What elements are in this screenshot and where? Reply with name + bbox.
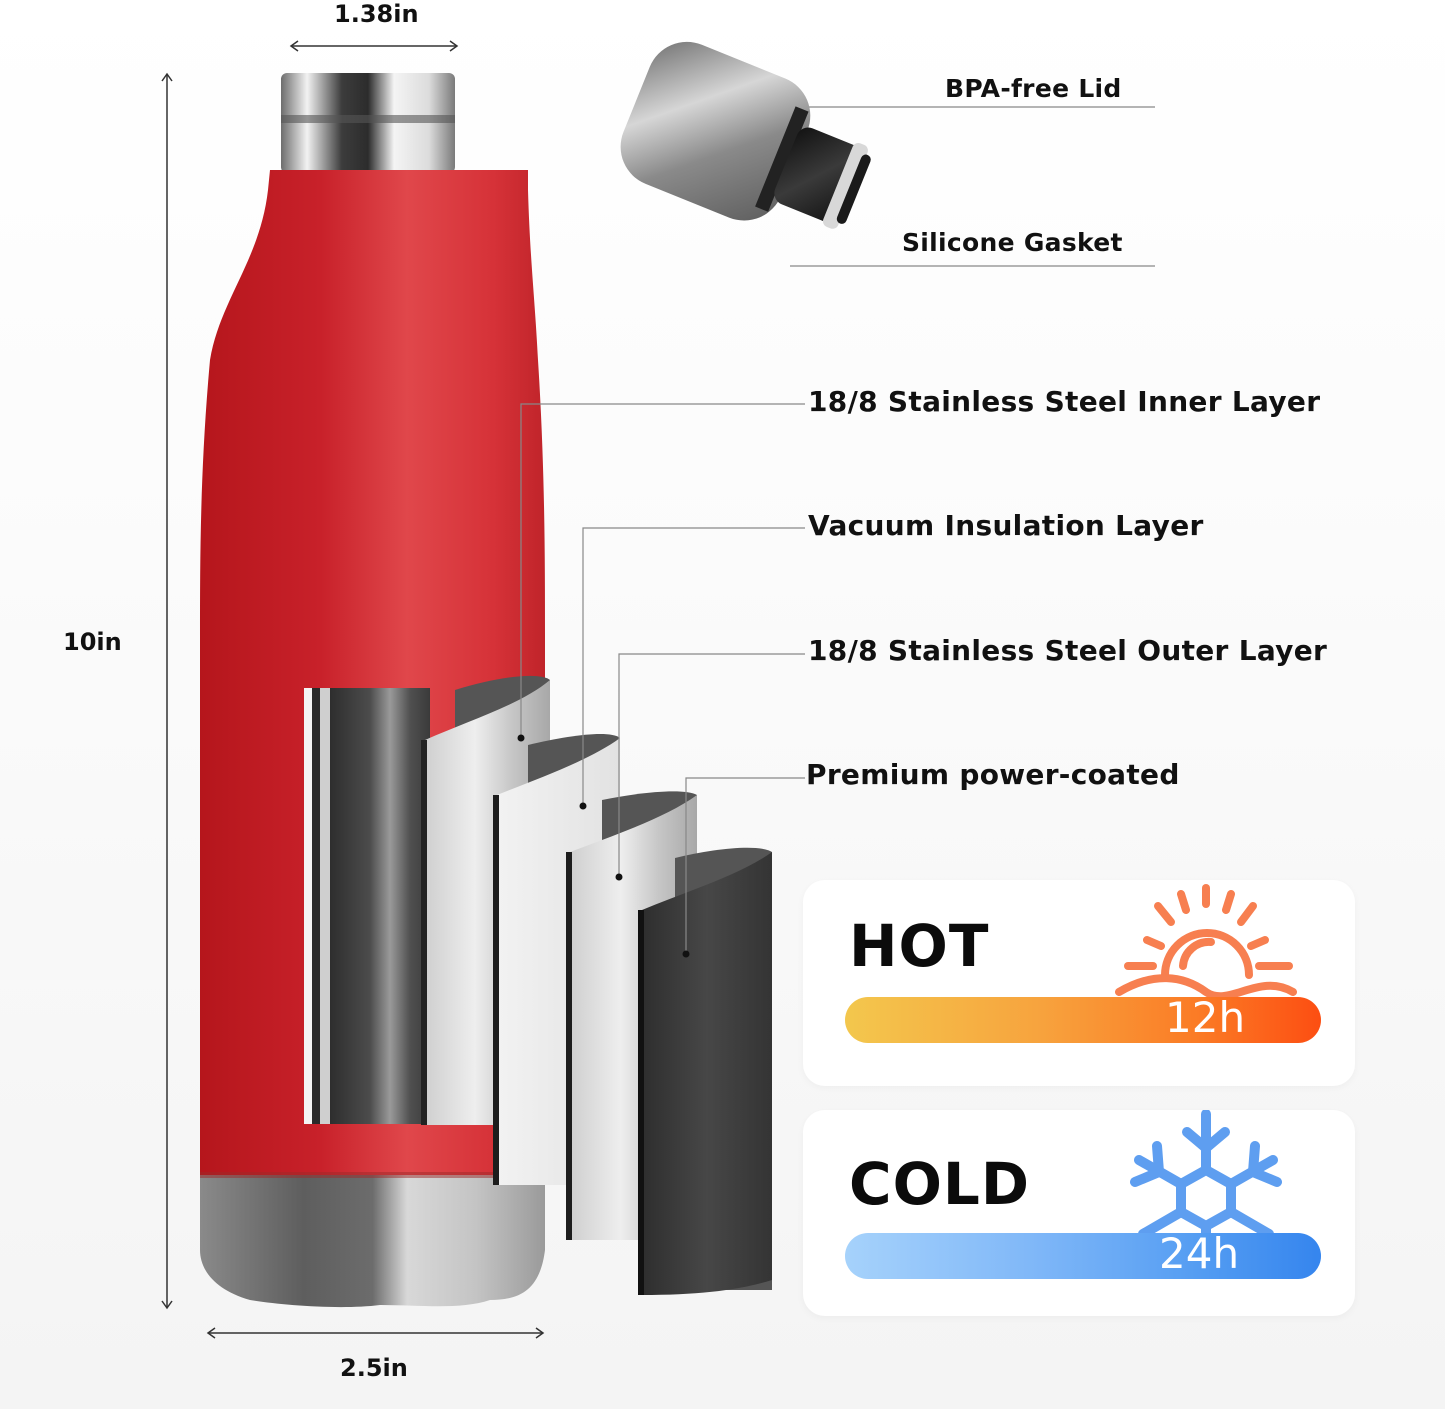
bottom-width-arrow [206, 1327, 545, 1339]
height-label: 10in [63, 628, 122, 656]
cold-title: COLD [849, 1150, 1030, 1218]
layer-callout-vacuum: Vacuum Insulation Layer [808, 509, 1204, 542]
layer-powder-coat [638, 847, 772, 1295]
cold-duration-bar: 24h [845, 1229, 1321, 1279]
cold-card: COLD 24h [803, 1110, 1355, 1316]
gasket-callout: Silicone Gasket [902, 228, 1123, 257]
layer-callout-coating: Premium power-coated [806, 758, 1180, 791]
hot-card: HOT 12h [803, 880, 1355, 1086]
hot-duration-bar: 12h [845, 993, 1321, 1043]
lid-callout: BPA-free Lid [945, 74, 1122, 103]
bottle-base [200, 1175, 545, 1308]
bottle-cutaway [304, 688, 430, 1124]
layer-callout-outer: 18/8 Stainless Steel Outer Layer [808, 634, 1328, 667]
leader-dots [517, 734, 690, 958]
hot-duration: 12h [1165, 993, 1246, 1042]
top-width-arrow [289, 40, 459, 52]
sun-icon [1115, 884, 1297, 1001]
bottom-width-label: 2.5in [340, 1354, 408, 1382]
hot-title: HOT [849, 912, 990, 980]
top-width-label: 1.38in [334, 0, 419, 28]
snowflake-icon [1130, 1110, 1282, 1235]
leader-lines [520, 106, 1155, 954]
layer-callout-inner: 18/8 Stainless Steel Inner Layer [808, 385, 1321, 418]
bottle-neck [281, 73, 455, 173]
lid-illustration [620, 41, 871, 229]
cold-duration: 24h [1159, 1229, 1240, 1278]
height-arrow [161, 72, 173, 1310]
